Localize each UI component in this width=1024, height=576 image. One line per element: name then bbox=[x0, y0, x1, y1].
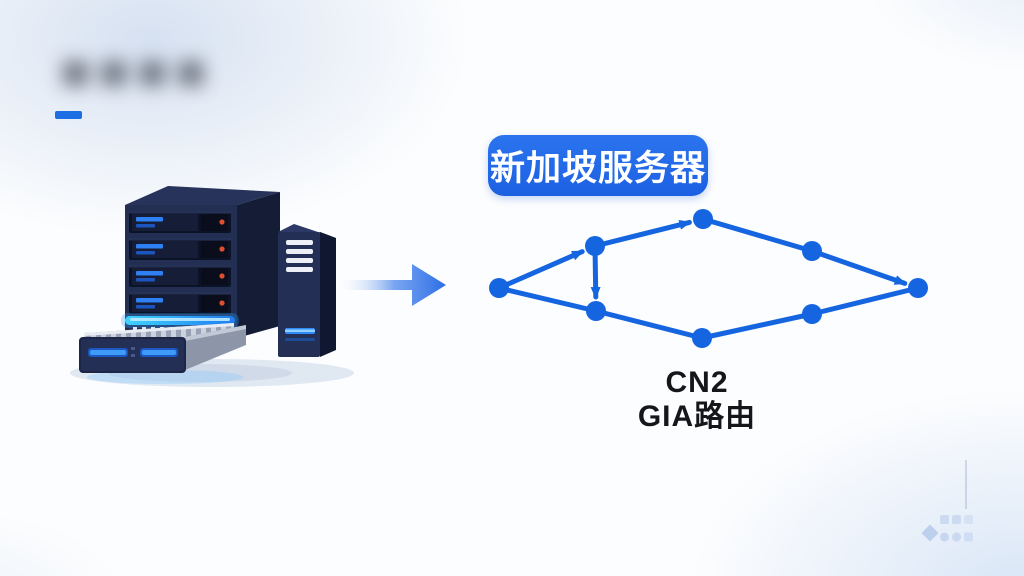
route-edge bbox=[699, 311, 815, 341]
watermark-vertical-line bbox=[965, 460, 967, 509]
flow-arrow-icon bbox=[342, 264, 446, 306]
route-edge bbox=[700, 216, 815, 254]
blurred-title: ■■■■ bbox=[60, 43, 214, 101]
route-edge bbox=[592, 219, 692, 249]
route-caption-line1: CN2 bbox=[665, 366, 729, 399]
route-node bbox=[489, 278, 509, 298]
server-location-label-text: 新加坡服务器 bbox=[489, 149, 706, 188]
route-node bbox=[692, 328, 712, 348]
route-caption: CN2 GIA路由 bbox=[592, 366, 802, 434]
network-route-diagram bbox=[489, 209, 928, 348]
route-edge bbox=[496, 249, 585, 291]
route-node bbox=[693, 209, 713, 229]
server-location-label: 新加坡服务器 bbox=[488, 135, 708, 196]
route-edge bbox=[809, 248, 908, 286]
route-edge bbox=[496, 285, 599, 314]
title-accent-dash bbox=[55, 111, 82, 119]
route-node bbox=[908, 278, 928, 298]
server-rack-illustration bbox=[70, 186, 354, 387]
route-edge bbox=[809, 285, 921, 317]
route-edge bbox=[593, 308, 705, 341]
route-node bbox=[802, 241, 822, 261]
route-node bbox=[585, 236, 605, 256]
route-caption-line2: GIA路由 bbox=[637, 400, 757, 433]
watermark-logo bbox=[921, 515, 973, 542]
route-node bbox=[586, 301, 606, 321]
route-node bbox=[802, 304, 822, 324]
